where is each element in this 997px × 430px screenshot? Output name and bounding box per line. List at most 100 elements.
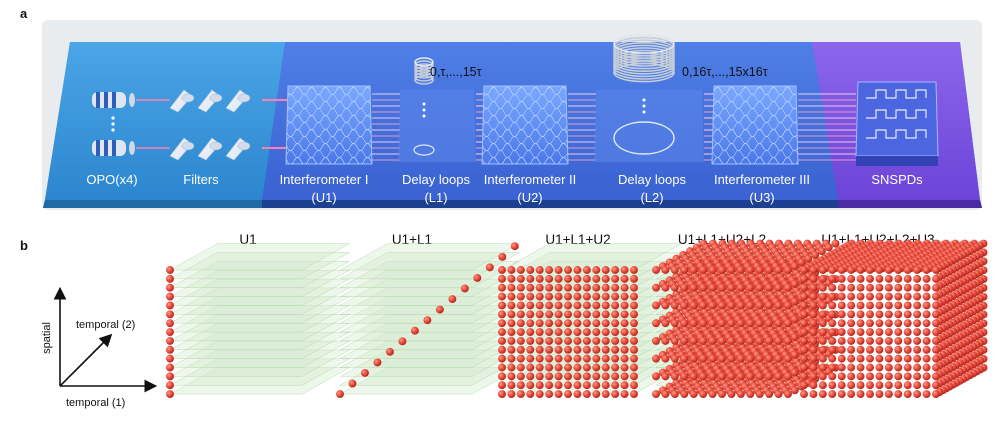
mode-sphere — [928, 247, 937, 256]
mode-sphere — [714, 318, 723, 327]
mode-sphere — [831, 363, 840, 372]
mode-sphere — [684, 364, 693, 373]
mode-sphere — [516, 266, 525, 274]
mode-sphere — [822, 310, 831, 319]
mode-sphere — [796, 349, 805, 358]
mode-sphere — [809, 274, 818, 283]
mode-sphere — [818, 363, 827, 372]
mode-sphere — [692, 367, 701, 376]
mode-sphere — [877, 249, 886, 257]
mode-sphere — [904, 260, 913, 269]
mode-sphere — [963, 243, 972, 252]
mode-sphere — [661, 354, 670, 363]
mode-sphere — [435, 305, 444, 314]
mode-sphere — [630, 292, 638, 301]
mode-sphere — [708, 239, 717, 248]
mode-sphere — [952, 307, 961, 316]
lattice-plane — [655, 296, 837, 324]
mode-sphere — [945, 338, 954, 347]
mode-sphere — [949, 336, 957, 345]
mode-sphere — [743, 333, 752, 342]
mode-sphere — [856, 328, 865, 337]
mode-sphere — [700, 307, 709, 316]
mode-sphere — [932, 266, 940, 274]
mode-sphere — [611, 266, 620, 274]
mode-sphere — [726, 268, 735, 277]
mode-sphere — [715, 333, 724, 342]
mode-sphere — [777, 261, 786, 270]
mode-sphere — [976, 259, 985, 268]
mode-sphere — [601, 310, 610, 319]
mode-sphere — [705, 368, 714, 377]
mode-sphere — [887, 243, 896, 252]
mode-sphere — [959, 250, 968, 259]
mode-sphere — [972, 296, 981, 305]
mode-sphere — [818, 381, 827, 390]
mode-sphere — [777, 278, 786, 287]
mode-sphere — [895, 254, 904, 263]
mode-sphere — [784, 390, 792, 399]
mode-sphere — [707, 286, 716, 295]
mode-sphere — [768, 296, 777, 305]
mode-sphere — [510, 242, 519, 251]
lattice-plane — [169, 243, 351, 271]
mode-sphere — [564, 301, 572, 310]
mode-sphere — [955, 341, 964, 350]
mode-sphere — [507, 363, 516, 372]
mode-sphere — [710, 272, 719, 281]
mode-sphere — [922, 310, 931, 319]
mode-sphere — [907, 258, 916, 267]
mode-sphere — [658, 279, 667, 288]
setup-illustration: 0,τ,...,15τ 0,16τ,...,15x16τ OPO(x4) Fil… — [42, 20, 982, 210]
mode-sphere — [831, 310, 840, 319]
mode-sphere — [755, 336, 764, 345]
mode-sphere — [774, 301, 783, 310]
mode-sphere — [884, 245, 893, 254]
mode-sphere — [526, 328, 535, 337]
mode-sphere — [805, 314, 814, 323]
mode-sphere — [962, 266, 971, 275]
mode-sphere — [726, 250, 735, 259]
mode-sphere — [460, 284, 469, 293]
stage-title-2: U1+L1 — [392, 232, 432, 247]
mode-sphere — [746, 372, 755, 381]
mode-sphere — [912, 250, 920, 259]
mode-sphere — [764, 268, 772, 277]
mode-sphere — [749, 332, 758, 340]
mode-sphere — [811, 339, 820, 348]
mode-sphere — [866, 310, 874, 319]
mode-sphere — [712, 311, 721, 320]
mode-sphere — [699, 372, 708, 381]
mode-sphere — [910, 241, 919, 250]
mode-sphere — [959, 268, 968, 277]
mode-sphere — [837, 354, 846, 363]
mode-sphere — [699, 275, 708, 284]
mode-sphere — [852, 247, 861, 256]
lattice-plane — [501, 261, 683, 288]
mode-sphere — [718, 292, 727, 301]
mode-sphere — [700, 254, 709, 263]
mode-sphere — [721, 314, 729, 323]
mode-sphere — [735, 357, 744, 366]
mode-sphere — [857, 260, 866, 269]
mode-sphere — [754, 339, 763, 348]
mode-sphere — [800, 381, 808, 390]
mode-sphere — [670, 390, 679, 399]
mode-sphere — [856, 292, 865, 301]
mode-sphere — [665, 276, 674, 285]
mode-sphere — [972, 305, 981, 314]
mode-sphere — [554, 266, 563, 274]
mode-sphere — [969, 342, 978, 351]
mode-sphere — [942, 295, 951, 304]
lattice-plane — [501, 252, 683, 280]
mode-sphere — [887, 249, 896, 257]
mode-sphere — [776, 290, 785, 299]
mode-sphere — [759, 293, 768, 302]
mode-sphere — [922, 390, 931, 399]
mode-sphere — [708, 363, 717, 372]
mode-sphere — [166, 319, 174, 328]
mode-sphere — [792, 250, 801, 259]
mode-sphere — [930, 256, 939, 265]
lattice-plane — [339, 314, 521, 342]
mode-sphere — [564, 266, 572, 274]
